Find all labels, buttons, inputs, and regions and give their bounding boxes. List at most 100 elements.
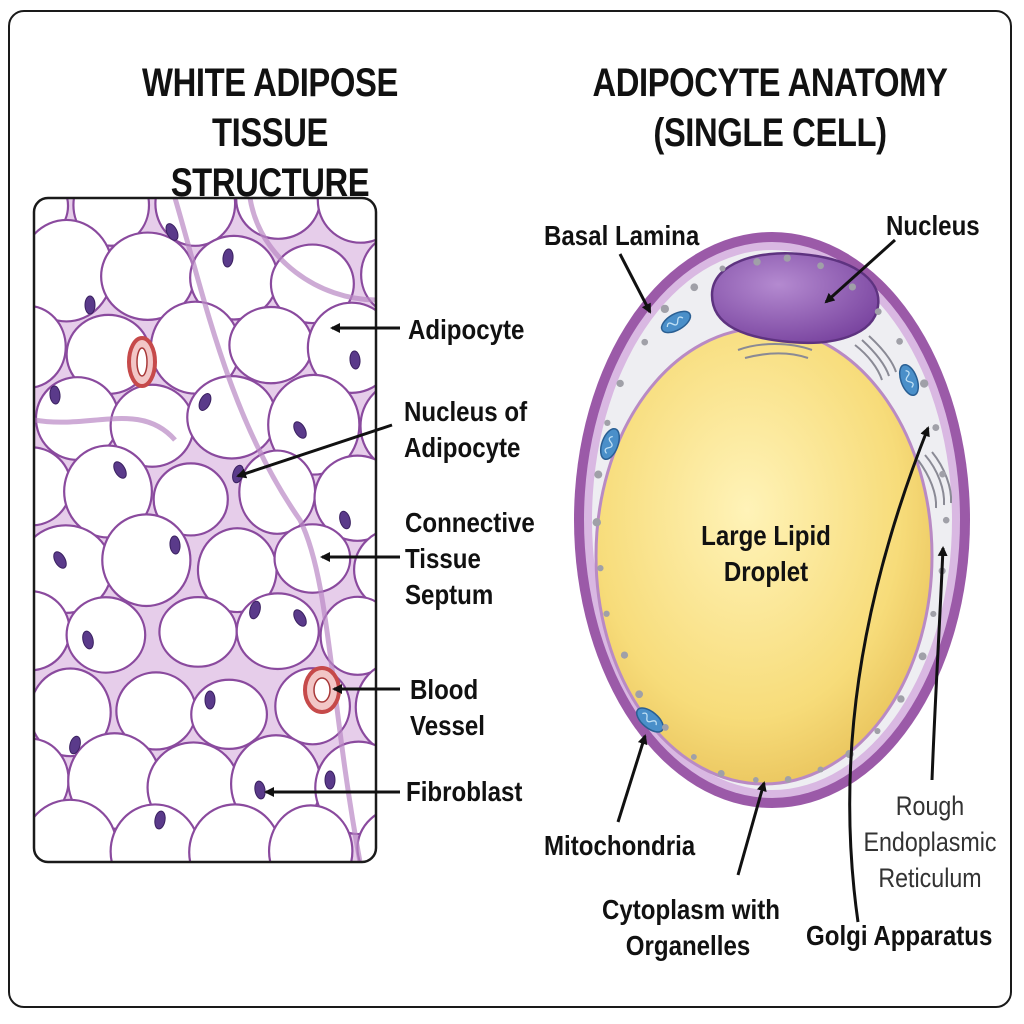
cytoplasmic-granule <box>817 766 824 773</box>
cytoplasmic-granule <box>690 283 699 292</box>
adipocyte-cell <box>228 305 314 385</box>
adipocyte-nucleus <box>339 510 351 530</box>
adipocyte-cell <box>356 806 376 862</box>
adipocyte-cell <box>65 596 147 674</box>
mitochondrion <box>660 310 692 334</box>
label-mitochondria: Mitochondria <box>544 830 696 861</box>
adipocyte-cell <box>158 596 238 668</box>
label-cytoplasm-with-organelles: Cytoplasm with Organelles <box>602 894 780 961</box>
adipocyte-cell <box>359 379 376 473</box>
label-nucleus-of-adipocyte: Nucleus of Adipocyte <box>404 396 528 463</box>
arrow-nucleus-of-adipocyte <box>236 423 393 479</box>
label-fibroblast: Fibroblast <box>406 776 523 807</box>
adipocyte-cell <box>360 232 376 317</box>
cytoplasmic-granule <box>752 777 759 783</box>
adipocyte-cell <box>354 660 376 755</box>
cytoplasmic-granule <box>783 254 791 262</box>
cytoplasmic-granule <box>616 379 624 388</box>
adipocyte-cell <box>34 304 67 390</box>
adipocyte-cell <box>72 198 151 247</box>
mitochondrion <box>898 363 920 397</box>
cytoplasmic-granules <box>592 254 950 783</box>
mitochondrion <box>635 707 665 733</box>
cytoplasmic-granule <box>719 265 726 272</box>
adipocyte-nucleus <box>53 551 67 569</box>
adipocyte-nuclei <box>49 223 361 830</box>
adipocyte-cell <box>316 198 376 244</box>
adipocyte-cell <box>152 462 229 537</box>
adipocyte-nucleus <box>84 295 96 315</box>
cytoplasmic-granule <box>597 564 604 572</box>
cytoplasmic-granule <box>753 258 761 266</box>
adipocyte-cell <box>190 678 269 750</box>
cytoplasmic-granule <box>784 775 792 783</box>
blood-vessel-2 <box>303 666 341 714</box>
adipocyte-cell <box>352 526 376 613</box>
tissue-section <box>34 198 376 862</box>
cytoplasmic-granule <box>641 338 649 346</box>
arrow-nucleus <box>824 238 897 304</box>
label-golgi-apparatus: Golgi Apparatus <box>806 920 993 951</box>
cytoplasmic-granule <box>717 769 725 777</box>
cytoplasmic-granule <box>604 419 611 426</box>
adipocyte-nucleus <box>293 609 307 627</box>
adipocyte-cell <box>34 798 118 862</box>
adipocyte-nucleus <box>82 630 94 650</box>
rough-er-lines <box>737 343 813 359</box>
right-title-line-1: ADIPOCYTE ANATOMY <box>592 61 948 105</box>
adipocyte-cell <box>188 803 282 862</box>
arrow-cytoplasm <box>736 781 767 876</box>
cytoplasmic-granule <box>603 610 610 617</box>
adipocyte-nucleus <box>293 421 307 439</box>
adipocyte-cell <box>34 446 73 527</box>
connective-septa <box>34 198 376 862</box>
cytoplasmic-granule <box>939 470 946 478</box>
cytoplasmic-granule <box>874 308 882 315</box>
golgi-apparatus-side <box>917 451 953 509</box>
adipocyte-cell <box>267 804 354 862</box>
tissue-border <box>32 196 378 864</box>
cytoplasmic-granule <box>817 262 824 270</box>
adipocyte-nucleus <box>113 461 127 479</box>
cytoplasmic-granule <box>690 753 697 760</box>
adipocyte-nucleus <box>165 223 179 241</box>
arrow-rough-er <box>930 546 948 781</box>
arrow-mitochondria <box>616 734 648 823</box>
adipocyte-nucleus <box>222 248 234 268</box>
arrow-golgi-apparatus <box>848 426 930 923</box>
cytoplasmic-granule <box>896 337 903 345</box>
nucleus-shape <box>710 252 880 345</box>
label-adipocyte: Adipocyte <box>408 314 525 345</box>
adipocyte-cell <box>314 740 376 836</box>
adipocyte-cell <box>306 301 376 394</box>
cytoplasmic-granule <box>932 424 940 431</box>
arrow-basal-lamina <box>618 253 652 314</box>
adipocyte-cell <box>267 373 361 476</box>
adipocyte-nucleus <box>249 600 261 620</box>
adipocyte-cell <box>101 513 192 608</box>
adipocyte-nucleus <box>154 810 166 830</box>
cytoplasmic-granule <box>661 724 669 731</box>
adipocyte-cell <box>154 198 237 247</box>
mitochondrion <box>599 427 621 461</box>
cytoplasmic-granule <box>660 304 670 314</box>
figure-frame <box>8 10 1012 1008</box>
adipocyte-cell <box>34 667 112 758</box>
adipocyte-cell <box>319 595 376 676</box>
mitochondria-group <box>599 310 920 733</box>
adipocyte-cell <box>313 454 376 542</box>
adipocyte-nucleus <box>169 535 181 555</box>
adipocyte-nucleus <box>49 385 61 405</box>
left-title-line-1: WHITE ADIPOSE TISSUE <box>142 61 398 155</box>
label-nucleus: Nucleus <box>886 210 980 241</box>
cytoplasmic-granule <box>874 727 881 735</box>
right-title-line-2: (SINGLE CELL) <box>653 111 887 155</box>
right-arrows <box>616 238 948 923</box>
adipocyte-nucleus <box>204 690 216 710</box>
cytoplasmic-granule <box>620 651 629 659</box>
adipocyte-cell <box>235 592 320 671</box>
cytoplasmic-granule <box>919 379 929 388</box>
label-rough-endoplasmic-reticulum: Rough Endoplasmic Reticulum <box>863 791 997 893</box>
label-connective-tissue-septum: Connective Tissue Septum <box>405 507 535 610</box>
